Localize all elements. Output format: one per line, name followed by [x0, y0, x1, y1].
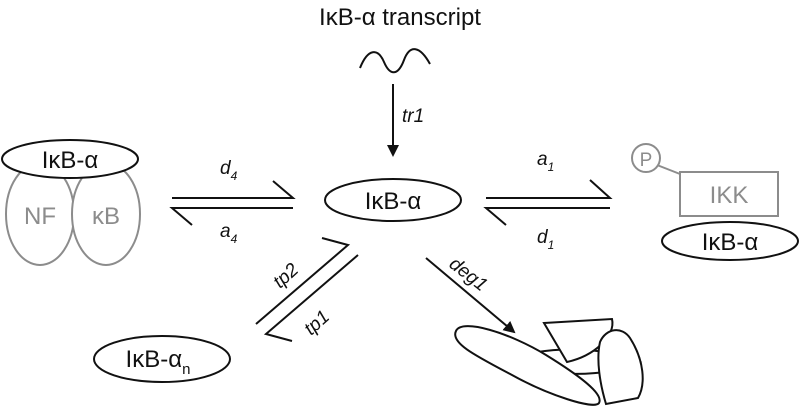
rate-d4: d4 [220, 158, 238, 183]
phosphate-label: P [640, 150, 653, 171]
equilibrium-a1-d1 [483, 179, 613, 226]
ikba-left-node [1, 139, 139, 179]
ikba-nuclear-node [93, 335, 231, 383]
ikba-right-label: IκB-α [702, 229, 759, 256]
transcript-label: IκB-α transcript [319, 4, 481, 31]
rate-a1: a1 [537, 149, 554, 174]
proteasome-fragments [454, 317, 644, 406]
ikba-right-node [661, 221, 799, 261]
ikba-left-label: IκB-α [42, 147, 99, 174]
rate-a4: a4 [220, 221, 238, 246]
phospho-link [656, 164, 681, 175]
harpoon-d1 [483, 207, 610, 226]
ikba-nuclear-label: IκB-αn [126, 346, 191, 378]
harpoon-tp2 [255, 237, 351, 325]
mrna-squiggle [359, 48, 431, 74]
rate-deg1: deg1 [445, 253, 491, 296]
phosphate-node [631, 143, 661, 173]
ikk-ikba-complex: P IKK IκB-α [631, 143, 799, 261]
nf-label: NF [24, 203, 56, 230]
fragment-right [597, 329, 644, 406]
equilibrium-d4-a4 [169, 180, 296, 226]
ikba-center-label: IκB-α [365, 188, 422, 215]
harpoon-a4 [169, 207, 293, 226]
nfkb-ikba-complex: NF κB IκB-α [1, 139, 141, 266]
harpoon-a1 [486, 179, 613, 199]
degradation-arrow [425, 257, 516, 334]
transport-tp2-tp1 [255, 237, 359, 342]
kb-label: κB [92, 203, 120, 230]
rate-d1: d1 [537, 227, 554, 252]
fragment-ellipse [454, 325, 601, 406]
harpoon-d4 [172, 180, 296, 199]
rate-tr1: tr1 [402, 106, 424, 127]
rate-tp1: tp1 [300, 306, 334, 339]
ikk-node [679, 171, 779, 217]
harpoon-tp1 [263, 254, 359, 342]
ikk-label: IKK [710, 182, 749, 209]
ikba-center-node [324, 178, 462, 222]
